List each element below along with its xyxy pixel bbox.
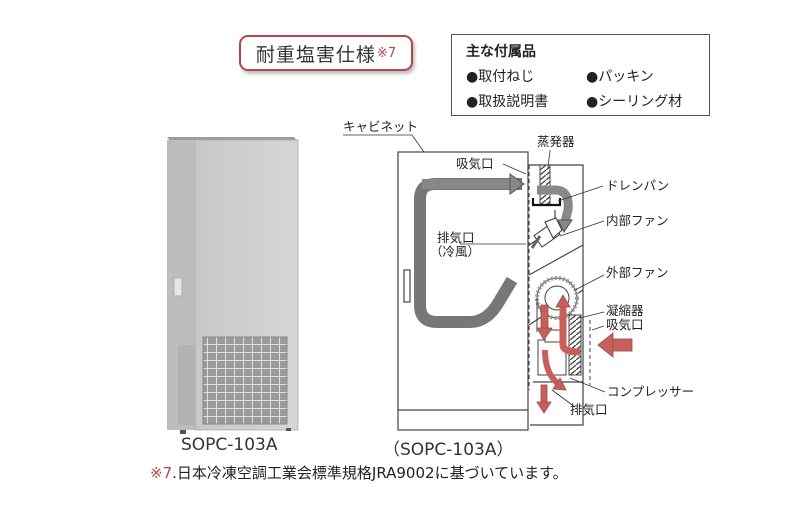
- condenser-coil: [568, 314, 582, 376]
- internal-fan-icon: [530, 217, 563, 249]
- label-drain-pan: ドレンパン: [606, 178, 670, 193]
- footnote: ※7.日本冷凍空調工業会標準規格JRA9002に基づいています。: [150, 462, 568, 483]
- accessory-item: ●パッキン: [586, 69, 654, 85]
- diagram-caption: （SOPC-103A）: [383, 440, 514, 460]
- label-cabinet: キャビネット: [343, 119, 419, 134]
- label-exhaust-cold: 排気口: [437, 230, 475, 245]
- hot-air-flow: [536, 294, 633, 414]
- cold-air-flow: [414, 173, 573, 328]
- accessories-title: 主な付属品: [466, 44, 536, 60]
- footnote-mark: ※7: [150, 464, 173, 482]
- footnote-text: .日本冷凍空調工業会標準規格JRA9002に基づいています。: [172, 464, 568, 482]
- label-intake-side: 吸気口: [606, 317, 644, 332]
- accessory-item: ●取扱説明書: [466, 94, 549, 110]
- leader-lines: [343, 134, 606, 408]
- spec-badge-title: 耐重塩害仕様: [255, 43, 376, 66]
- accessory-item: ●取付ねじ: [466, 69, 535, 85]
- photo-caption: SOPC-103A: [181, 435, 278, 455]
- evaporator-coil: [539, 164, 551, 206]
- label-internal-fan: 内部ファン: [606, 213, 669, 228]
- spec-badge: 耐重塩害仕様※7: [239, 35, 413, 71]
- label-external-fan: 外部ファン: [606, 265, 669, 280]
- spec-badge-note: ※7: [376, 45, 397, 61]
- label-condenser: 凝縮器: [606, 303, 644, 318]
- accessory-item: ●シーリング材: [586, 94, 683, 110]
- label-intake-top: 吸気口: [456, 156, 494, 171]
- label-evaporator: 蒸発器: [537, 134, 575, 149]
- product-photo: [167, 137, 299, 434]
- label-exhaust-cold-note: （冷風）: [430, 244, 481, 259]
- label-exhaust-bottom: 排気口: [570, 402, 608, 417]
- accessories-box: 主な付属品 ●取付ねじ ●パッキン ●取扱説明書 ●シーリング材: [451, 34, 710, 116]
- label-compressor: コンプレッサー: [607, 384, 695, 399]
- drain-pan: [531, 198, 562, 207]
